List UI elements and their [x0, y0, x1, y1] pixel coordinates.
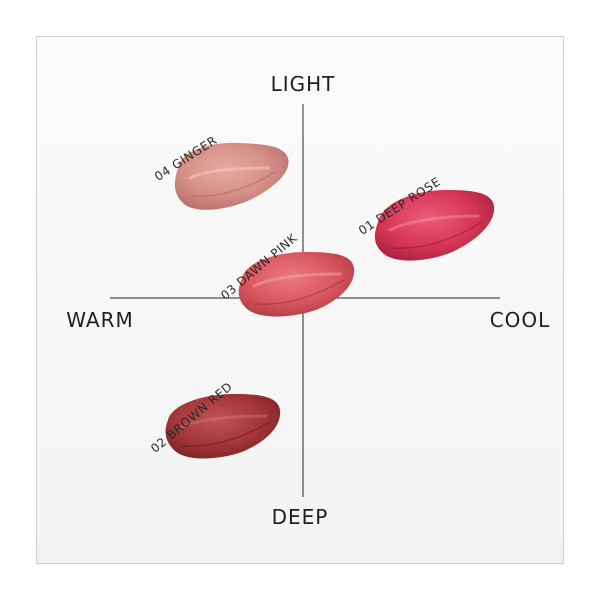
axis-label-cool: COOL: [489, 308, 551, 332]
axis-label-warm: WARM: [66, 308, 134, 332]
axis-label-light: LIGHT: [270, 72, 336, 96]
swatch-deep-rose: [374, 190, 495, 261]
swatch-brown-red: [165, 394, 281, 459]
swatch-ginger: [174, 142, 289, 210]
axis-label-deep: DEEP: [271, 505, 329, 529]
swatch-dawn-pink: [238, 252, 355, 317]
